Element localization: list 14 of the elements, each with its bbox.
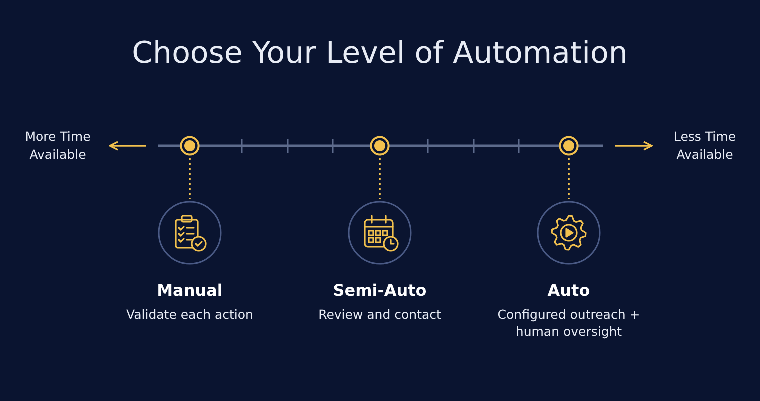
step-heading: Manual [157, 281, 223, 300]
direction-arrow [615, 141, 653, 151]
step-heading: Auto [548, 281, 590, 300]
step-description: Configured outreach + human oversight [496, 306, 642, 340]
step-description: Validate each action [126, 306, 254, 323]
step-heading: Semi-Auto [333, 281, 427, 300]
title: Choose Your Level of Automation [131, 36, 629, 71]
time-label: Less Time Available [672, 128, 738, 164]
connector-line [189, 158, 191, 199]
time-label: More Time Available [24, 128, 92, 164]
connector-line [568, 158, 570, 199]
connector-line [379, 158, 381, 199]
direction-arrow [109, 141, 146, 151]
step-description: Review and contact [318, 306, 442, 323]
